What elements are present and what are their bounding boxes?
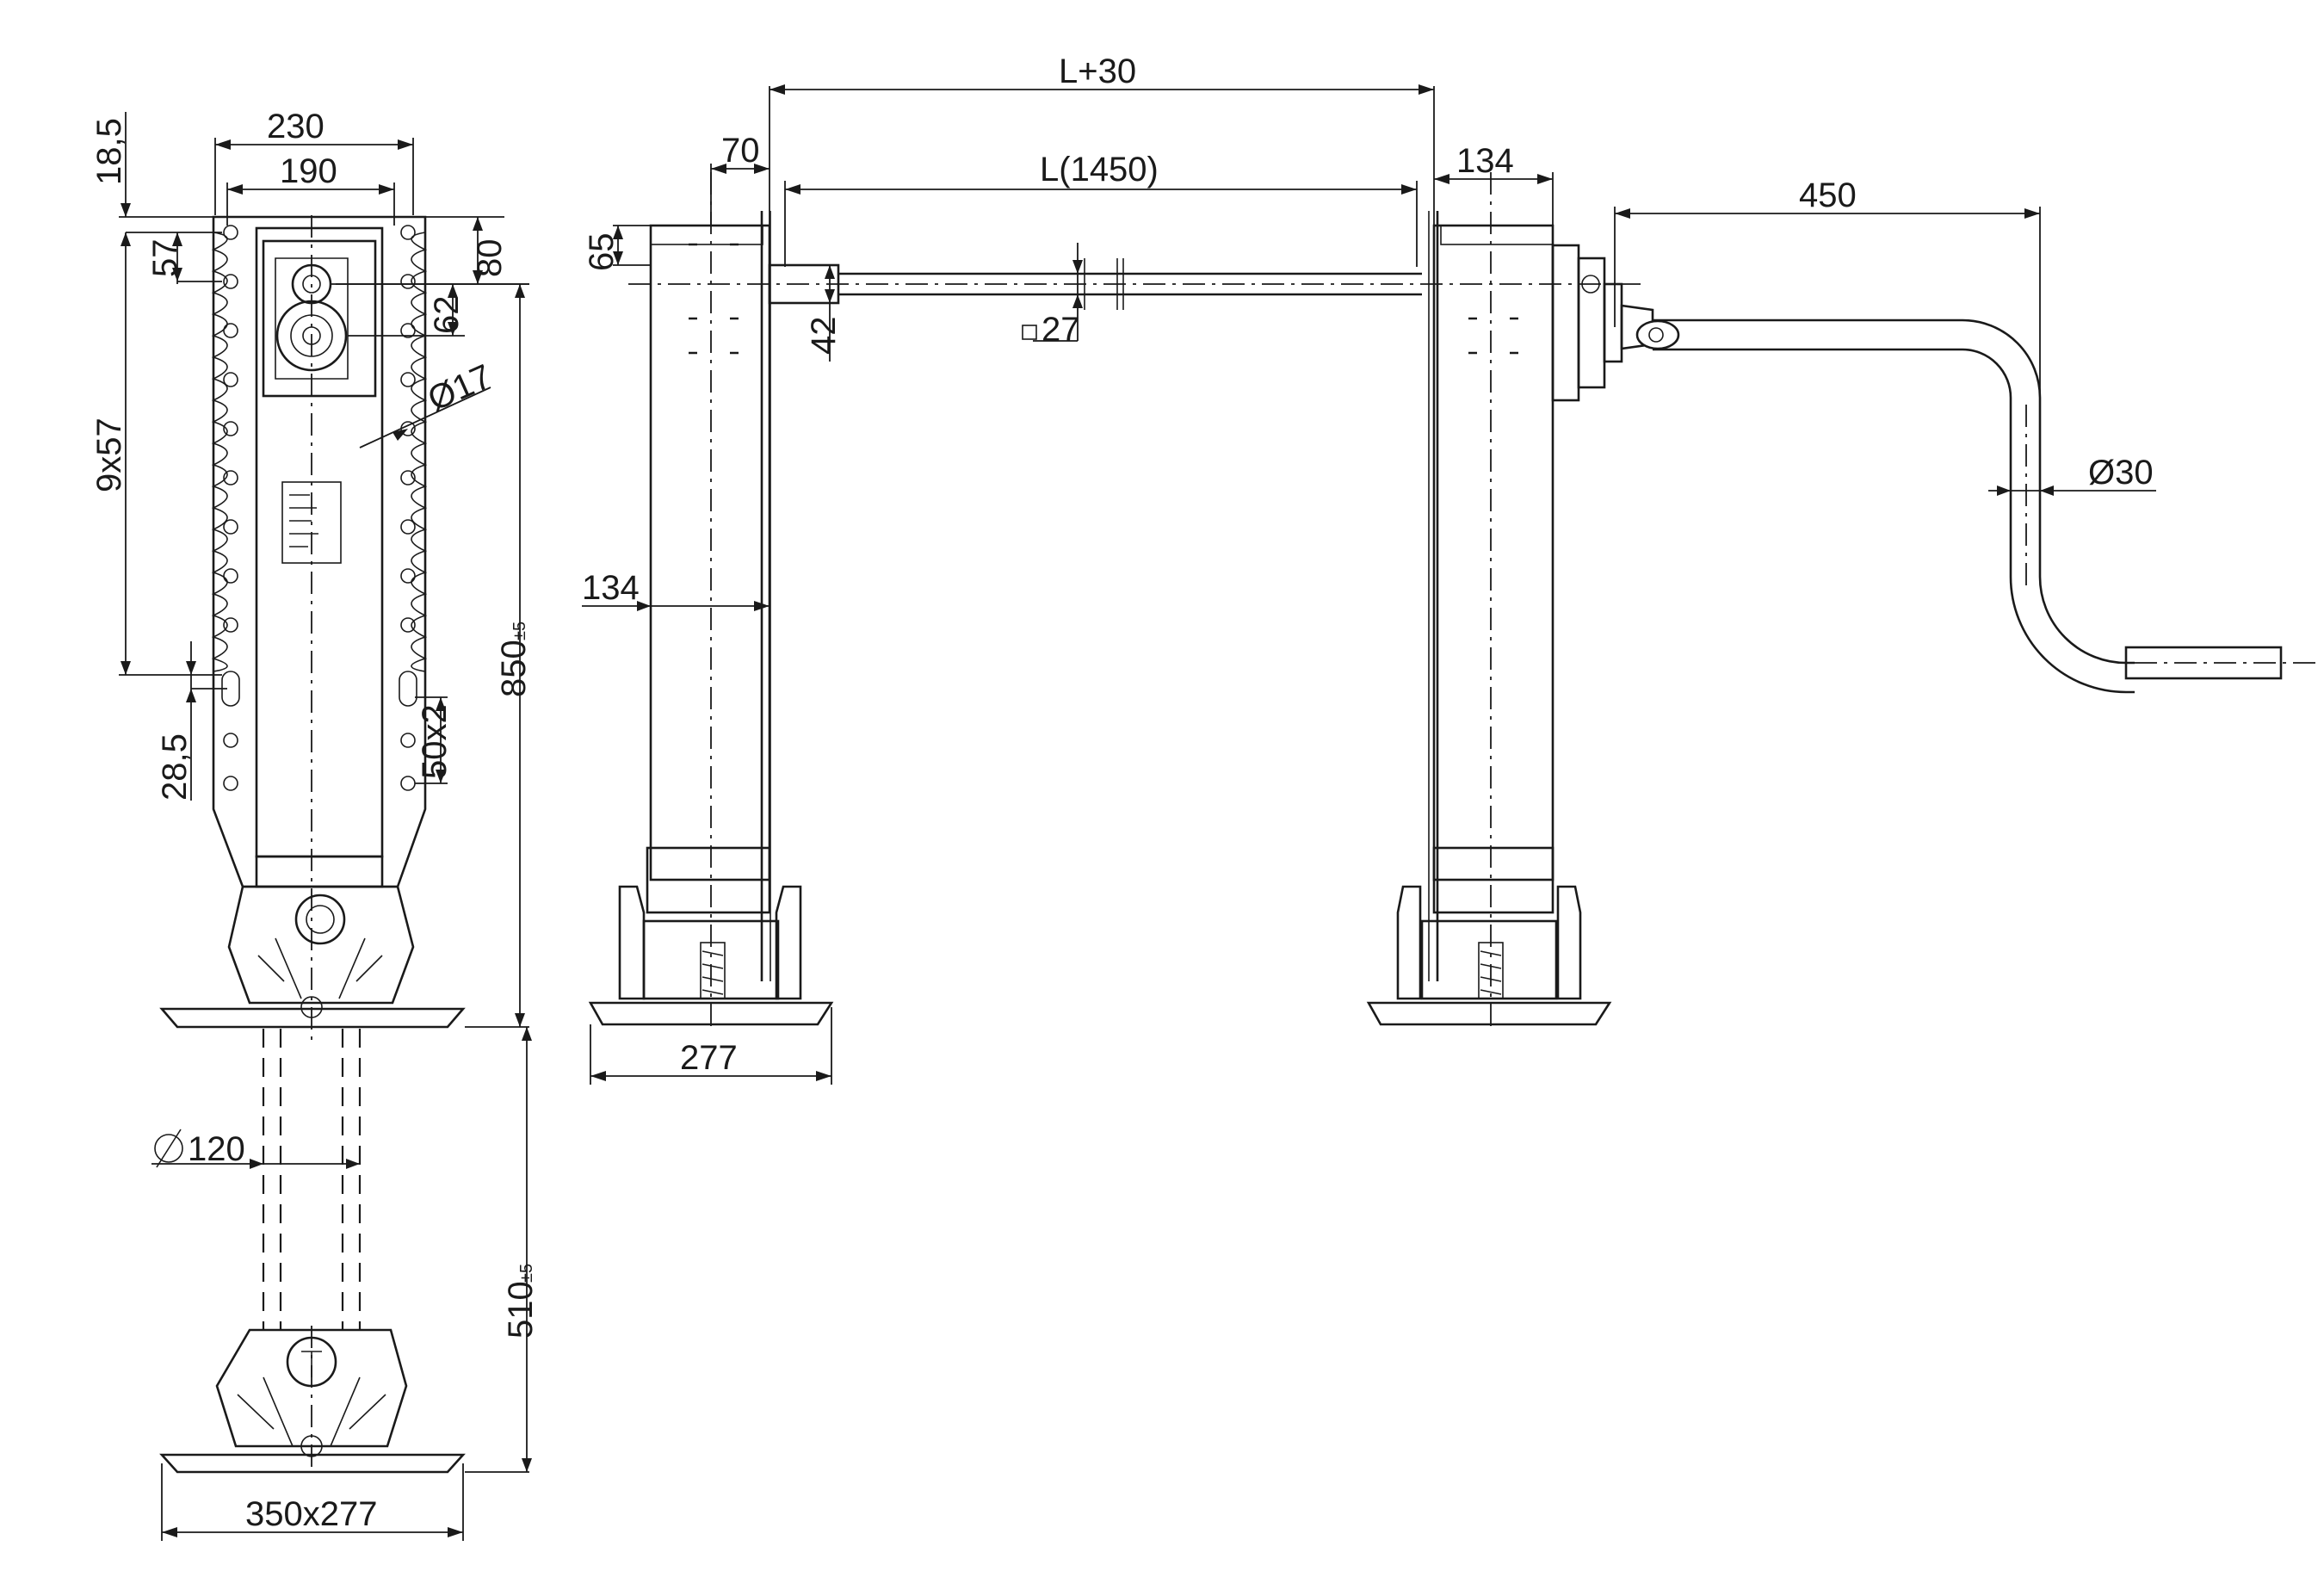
front-view — [159, 215, 466, 1474]
dim-42: 42 — [805, 317, 843, 356]
dim-850-tolerance: ±5 — [510, 622, 529, 640]
dim-crank-length: 450 — [1799, 176, 1857, 214]
dim-190: 190 — [280, 152, 337, 190]
dim-shaft-length: L(1450) — [1040, 151, 1159, 189]
dim-510-tolerance: ±5 — [517, 1264, 536, 1283]
dim-leg-diameter: 120 — [188, 1130, 245, 1168]
dim-hole-diameter: Ø17 — [423, 357, 498, 418]
dim-57: 57 — [146, 239, 184, 278]
front-view-dimensions: 230 190 18,5 57 80 62 Ø17 — [90, 108, 540, 1541]
dim-50x2: 50x2 — [416, 704, 454, 779]
dim-foot-plate: 350x277 — [245, 1495, 377, 1533]
dim-shaft-span: L+30 — [1059, 53, 1136, 90]
dim-70: 70 — [721, 132, 760, 170]
dim-230: 230 — [267, 108, 324, 145]
dim-510: 510 — [502, 1281, 540, 1339]
dim-crank-diameter: Ø30 — [2088, 454, 2154, 492]
dim-134-top: 134 — [1456, 142, 1514, 180]
dim-62: 62 — [428, 296, 466, 335]
dim-28-5: 28,5 — [156, 733, 194, 801]
dim-80: 80 — [471, 239, 509, 278]
dim-65: 65 — [583, 233, 621, 272]
dim-850: 850 — [495, 640, 533, 697]
dim-9x57: 9x57 — [90, 417, 128, 492]
dim-134-side: 134 — [582, 569, 640, 607]
side-view-dimensions: L+30 L(1450) 70 134 450 Ø30 — [582, 53, 2156, 1085]
dim-18-5: 18,5 — [90, 118, 128, 185]
dim-shaft-square: 27 — [1041, 311, 1080, 349]
side-view — [588, 172, 2315, 1033]
dim-base-width: 277 — [680, 1039, 738, 1077]
